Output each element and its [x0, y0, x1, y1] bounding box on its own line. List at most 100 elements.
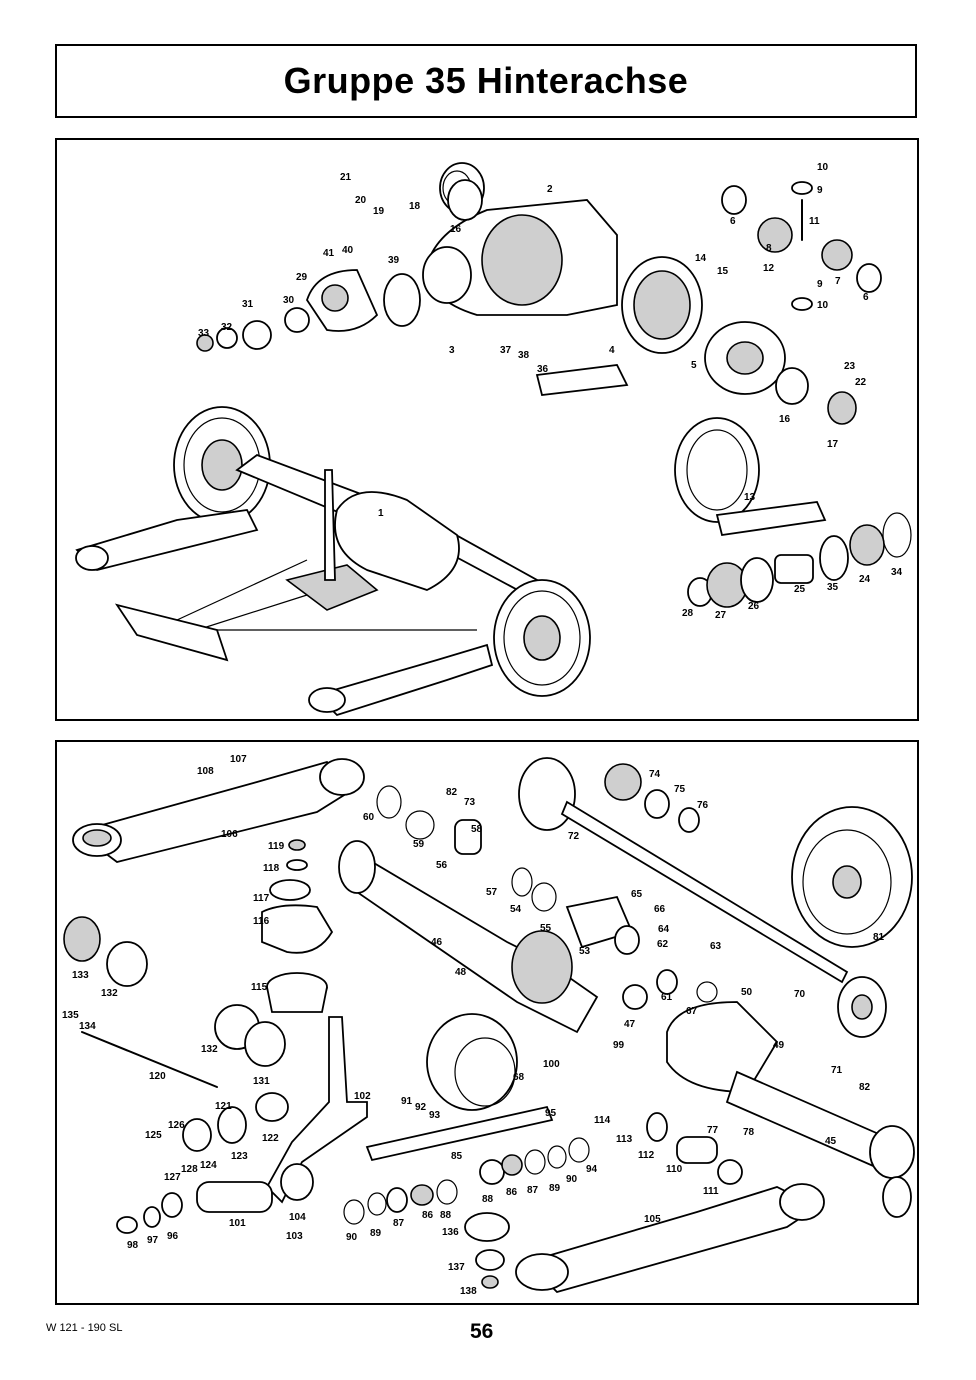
callout: 7: [835, 276, 841, 287]
callout: 45: [825, 1136, 837, 1147]
callout: 111: [703, 1186, 719, 1197]
callout: 70: [794, 989, 806, 1000]
callout: 12: [763, 263, 775, 274]
callout: 134: [79, 1021, 96, 1032]
callout: 30: [283, 295, 295, 306]
callout: 114: [594, 1115, 611, 1126]
callout: 55: [540, 923, 552, 934]
callout: 21: [340, 172, 352, 183]
callout: 133: [72, 970, 89, 981]
callout: 138: [460, 1286, 477, 1297]
callout: 77: [707, 1125, 719, 1136]
callout: 132: [201, 1044, 218, 1055]
callout: 1: [378, 508, 384, 519]
callout: 88: [440, 1210, 452, 1221]
callout: 93: [429, 1110, 441, 1121]
callout: 37: [500, 345, 512, 356]
callout: 10: [817, 162, 829, 173]
callout: 16: [450, 224, 462, 235]
callout: 95: [545, 1108, 557, 1119]
callout: 22: [855, 377, 867, 388]
callout: 136: [442, 1227, 459, 1238]
callout: 24: [859, 574, 871, 585]
callout: 135: [62, 1010, 79, 1021]
callout: 115: [251, 982, 268, 993]
callout: 64: [658, 924, 670, 935]
callout: 56: [436, 860, 448, 871]
page-number: 56: [470, 1320, 494, 1343]
callout: 90: [566, 1174, 578, 1185]
callout: 112: [638, 1150, 655, 1161]
callout: 41: [323, 248, 335, 259]
crown-gear-and-carrier-drawing: [535, 181, 882, 425]
callout: 33: [198, 328, 210, 339]
callout: 28: [682, 608, 694, 619]
callout: 102: [354, 1091, 371, 1102]
callout: 92: [415, 1102, 427, 1113]
callout: 71: [831, 1065, 843, 1076]
callout: 100: [543, 1059, 560, 1070]
callout: 19: [373, 206, 385, 217]
callout: 67: [686, 1006, 698, 1017]
diagram-panel-rear-axle-overview: 1 2 3 4 5 6 6 7 8 9 9 10 10 11 12 13 14 …: [55, 138, 919, 721]
callout: 131: [253, 1076, 270, 1087]
callout: 86: [506, 1187, 518, 1198]
callout: 76: [697, 800, 709, 811]
assembled-rear-axle-drawing: [75, 406, 591, 717]
callout: 54: [510, 904, 522, 915]
callout: 113: [616, 1134, 633, 1145]
callout: 14: [695, 253, 707, 264]
title-box: Gruppe 35 Hinterachse: [55, 44, 917, 118]
rear-axle-exploded-drawing: 1 2 3 4 5 6 6 7 8 9 9 10 10 11 12 13 14 …: [75, 162, 912, 717]
callout: 38: [518, 350, 530, 361]
callout: 86: [422, 1210, 434, 1221]
ring-gear-and-pinion-drawing: [674, 417, 912, 608]
callout: 29: [296, 272, 308, 283]
page-title: Gruppe 35 Hinterachse: [283, 60, 689, 101]
callout: 132: [101, 988, 118, 999]
callout: 116: [253, 916, 270, 927]
callout: 88: [482, 1194, 494, 1205]
callout: 78: [743, 1127, 755, 1138]
callout: 107: [230, 754, 247, 765]
callout: 87: [393, 1218, 405, 1229]
callout: 11: [809, 216, 820, 227]
callout: 105: [644, 1214, 661, 1225]
callout: 118: [263, 863, 280, 874]
callout: 35: [827, 582, 839, 593]
callout: 127: [164, 1172, 181, 1183]
callout: 90: [346, 1232, 358, 1243]
callout: 65: [631, 889, 643, 900]
callout: 89: [549, 1183, 561, 1194]
callout: 101: [229, 1218, 246, 1229]
callout: 120: [149, 1071, 166, 1082]
callout: 85: [451, 1151, 463, 1162]
callout: 66: [654, 904, 666, 915]
callout: 91: [401, 1096, 413, 1107]
callout: 10: [817, 300, 829, 311]
callout: 9: [817, 279, 823, 290]
callout: 89: [370, 1228, 382, 1239]
callout: 119: [268, 841, 285, 852]
callout: 58: [471, 824, 483, 835]
callout: 15: [717, 266, 729, 277]
callout: 87: [527, 1185, 539, 1196]
callout: 98: [127, 1240, 139, 1251]
callout: 62: [657, 939, 669, 950]
callout: 2: [547, 184, 553, 195]
callout: 31: [242, 299, 254, 310]
callout: 117: [253, 893, 270, 904]
callout: 49: [773, 1040, 785, 1051]
callout: 26: [748, 601, 760, 612]
callout: 18: [409, 201, 421, 212]
callout: 73: [464, 797, 476, 808]
callout: 128: [181, 1164, 198, 1175]
top-callout-labels: 1 2 3 4 5 6 6 7 8 9 9 10 10 11 12 13 14 …: [198, 162, 903, 621]
callout: 53: [579, 946, 591, 957]
callout: 68: [513, 1072, 525, 1083]
callout: 9: [817, 185, 823, 196]
footer-model: W 121 - 190 SL: [46, 1322, 123, 1334]
callout: 104: [289, 1212, 306, 1223]
callout: 6: [863, 292, 869, 303]
callout: 74: [649, 769, 661, 780]
